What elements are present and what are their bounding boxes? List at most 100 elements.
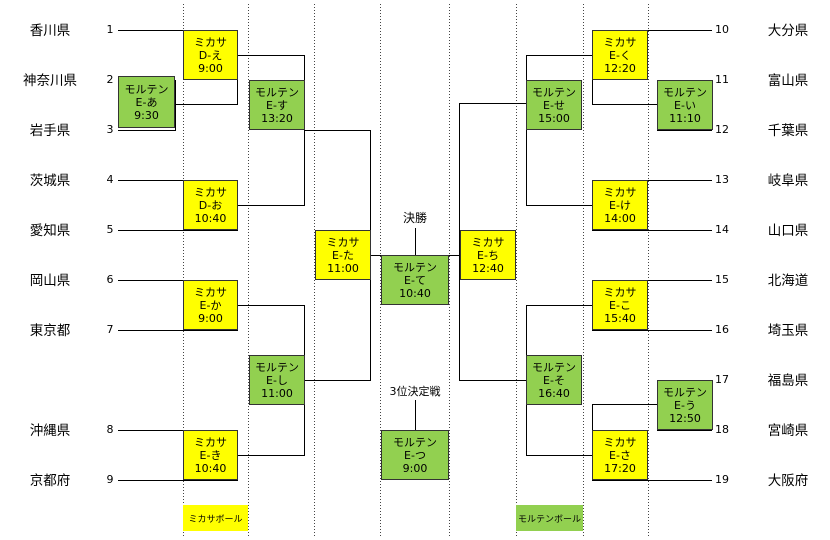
- match-time: 10:40: [399, 286, 431, 300]
- match-code: E-す: [266, 98, 288, 112]
- match-court: ミカサ: [194, 35, 227, 49]
- match-court: モルテン: [255, 360, 299, 374]
- match-box-e-su: モルテン E-す 13:20: [249, 80, 305, 130]
- match-code: E-け: [609, 198, 631, 212]
- match-code: E-つ: [404, 448, 426, 462]
- match-code: E-く: [609, 48, 631, 62]
- match-court: ミカサ: [326, 235, 360, 249]
- team-name-11: 富山県: [767, 73, 809, 89]
- team-name-6: 岡山県: [29, 273, 71, 289]
- match-code: E-い: [674, 98, 696, 112]
- seed-number-13: 13: [715, 173, 729, 186]
- match-court: ミカサ: [471, 235, 505, 249]
- match-time: 15:00: [538, 111, 570, 125]
- seed-number-14: 14: [715, 223, 729, 236]
- match-box-e-so: モルテン E-そ 16:40: [526, 355, 582, 405]
- match-time: 9:00: [198, 311, 223, 325]
- match-box-e-ke: ミカサ E-け 14:00: [592, 180, 648, 230]
- seed-number-3: 3: [106, 123, 114, 136]
- match-code: E-ち: [477, 248, 499, 262]
- match-time: 9:00: [198, 61, 223, 75]
- seed-number-12: 12: [715, 123, 729, 136]
- column-separators: [183, 4, 649, 538]
- match-code: E-う: [674, 398, 696, 412]
- match-code: D-お: [198, 198, 223, 212]
- match-court: モルテン: [124, 82, 169, 96]
- match-box-e-se: モルテン E-せ 15:00: [526, 80, 582, 130]
- match-time: 9:30: [134, 108, 159, 122]
- match-code: E-た: [332, 248, 354, 262]
- seed-number-7: 7: [106, 323, 114, 336]
- seed-number-5: 5: [106, 223, 114, 236]
- match-time: 11:10: [669, 111, 701, 125]
- team-name-18: 宮崎県: [767, 423, 809, 439]
- match-time: 12:50: [669, 411, 701, 425]
- match-time: 15:40: [604, 311, 636, 325]
- team-name-15: 北海道: [767, 273, 809, 289]
- team-name-17: 福島県: [767, 373, 809, 389]
- team-name-7: 東京都: [29, 323, 71, 339]
- match-box-e-ki: ミカサ E-き 10:40: [183, 430, 238, 480]
- seed-number-6: 6: [106, 273, 114, 286]
- match-time: 11:00: [327, 261, 359, 275]
- match-court: モルテン: [393, 435, 437, 449]
- seed-number-2: 2: [106, 73, 114, 86]
- match-box-e-ko: ミカサ E-こ 15:40: [592, 280, 648, 330]
- team-name-1: 香川県: [29, 23, 71, 39]
- match-time: 16:40: [538, 386, 570, 400]
- match-court: モルテン: [663, 385, 707, 399]
- team-name-2: 神奈川県: [23, 73, 77, 89]
- team-name-8: 沖縄県: [29, 423, 71, 439]
- match-box-d-o: ミカサ D-お 10:40: [183, 180, 238, 230]
- match-time: 10:40: [194, 211, 227, 225]
- match-box-d-e: ミカサ D-え 9:00: [183, 30, 238, 80]
- match-court: ミカサ: [603, 35, 637, 49]
- match-box-e-u: モルテン E-う 12:50: [657, 380, 713, 430]
- seed-number-8: 8: [106, 423, 114, 436]
- match-code: E-せ: [543, 98, 565, 112]
- seed-number-17: 17: [715, 373, 729, 386]
- seed-number-11: 11: [715, 73, 729, 86]
- match-time: 13:20: [261, 111, 293, 125]
- match-time: 10:40: [194, 461, 227, 475]
- match-box-e-ku: ミカサ E-く 12:20: [592, 30, 648, 80]
- match-time: 12:20: [604, 61, 636, 75]
- match-code: E-あ: [135, 95, 158, 109]
- match-box-e-ka: ミカサ E-か 9:00: [183, 280, 238, 330]
- team-name-13: 岐阜県: [767, 173, 809, 189]
- match-court: モルテン: [532, 85, 576, 99]
- match-court: モルテン: [663, 85, 707, 99]
- seed-number-10: 10: [715, 23, 729, 36]
- match-code: E-し: [266, 373, 288, 387]
- team-name-14: 山口県: [767, 223, 809, 239]
- match-code: E-そ: [543, 373, 565, 387]
- match-box-e-te-final: モルテン E-て 10:40: [381, 255, 449, 305]
- match-time: 9:00: [402, 461, 428, 475]
- match-box-e-sa: ミカサ E-さ 17:20: [592, 430, 648, 480]
- match-code: E-か: [199, 298, 222, 312]
- match-box-e-shi: モルテン E-し 11:00: [249, 355, 305, 405]
- match-time: 17:20: [604, 461, 636, 475]
- team-name-4: 茨城県: [29, 173, 71, 189]
- team-name-5: 愛知県: [29, 223, 71, 239]
- match-code: E-き: [199, 448, 222, 462]
- match-box-e-a: モルテン E-あ 9:30: [118, 76, 175, 128]
- third-place-label: 3位決定戦: [389, 385, 441, 398]
- match-court: ミカサ: [603, 285, 637, 299]
- match-court: ミカサ: [603, 435, 637, 449]
- seed-number-18: 18: [715, 423, 729, 436]
- legend-mikasa-ball: ミカサボール: [183, 505, 248, 531]
- match-box-e-tsu-third: モルテン E-つ 9:00: [381, 430, 449, 480]
- match-court: モルテン: [393, 260, 437, 274]
- match-code: E-さ: [609, 448, 631, 462]
- legend-molten-ball: モルテンボール: [516, 505, 583, 531]
- team-name-16: 埼玉県: [767, 323, 809, 339]
- match-time: 11:00: [261, 386, 293, 400]
- match-court: モルテン: [532, 360, 576, 374]
- match-code: D-え: [198, 48, 223, 62]
- match-code: E-こ: [609, 298, 631, 312]
- match-time: 14:00: [604, 211, 636, 225]
- team-name-9: 京都府: [29, 473, 71, 489]
- match-code: E-て: [404, 273, 426, 287]
- team-name-3: 岩手県: [29, 123, 71, 139]
